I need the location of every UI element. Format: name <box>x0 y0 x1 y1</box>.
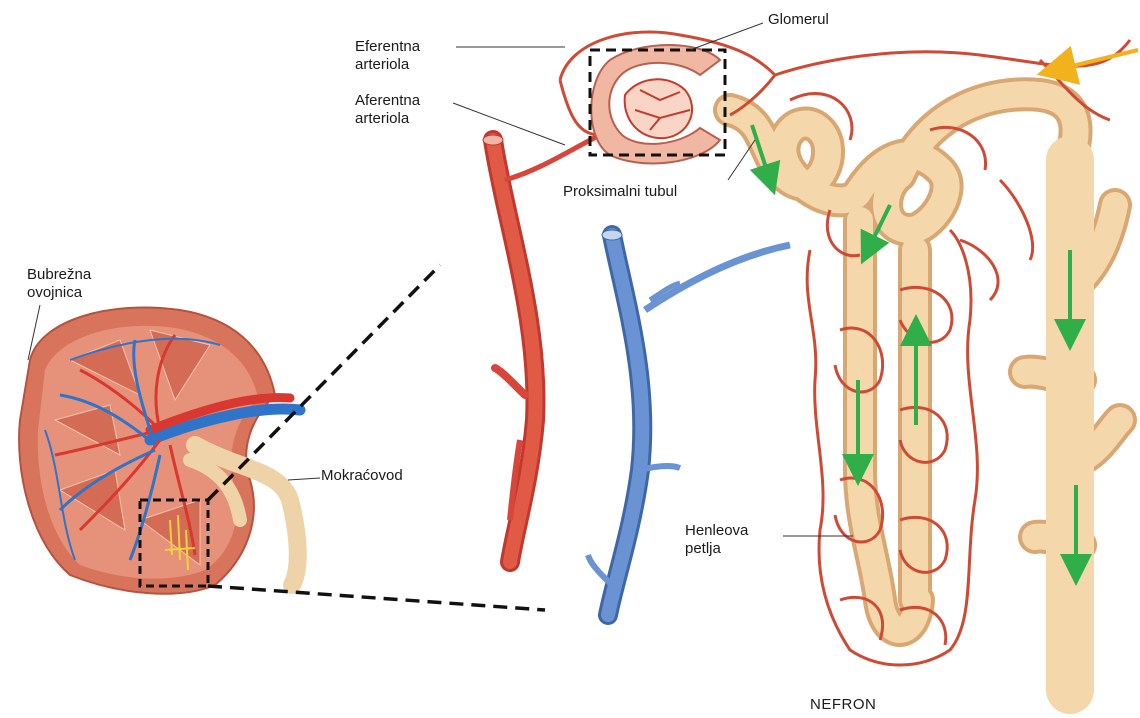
nephron-tubules <box>730 94 1120 690</box>
label-glomerul: Glomerul <box>768 11 829 29</box>
label-bubrezna-ovojnica: Bubrežna ovojnica <box>27 266 91 302</box>
label-proksimalni-tubul: Proksimalni tubul <box>563 183 677 201</box>
label-mokracovod: Mokraćovod <box>321 467 403 485</box>
label-henleova-petlja: Henleova petlja <box>685 522 748 558</box>
zoom-lines <box>208 265 545 610</box>
pointer-arrow-icon <box>1056 50 1138 70</box>
glomerulus <box>590 45 725 163</box>
label-aferentna-arteriola: Aferentna arteriola <box>355 92 420 128</box>
label-nefron: NEFRON <box>810 696 876 713</box>
label-eferentna-arteriola: Eferentna arteriola <box>355 38 420 74</box>
